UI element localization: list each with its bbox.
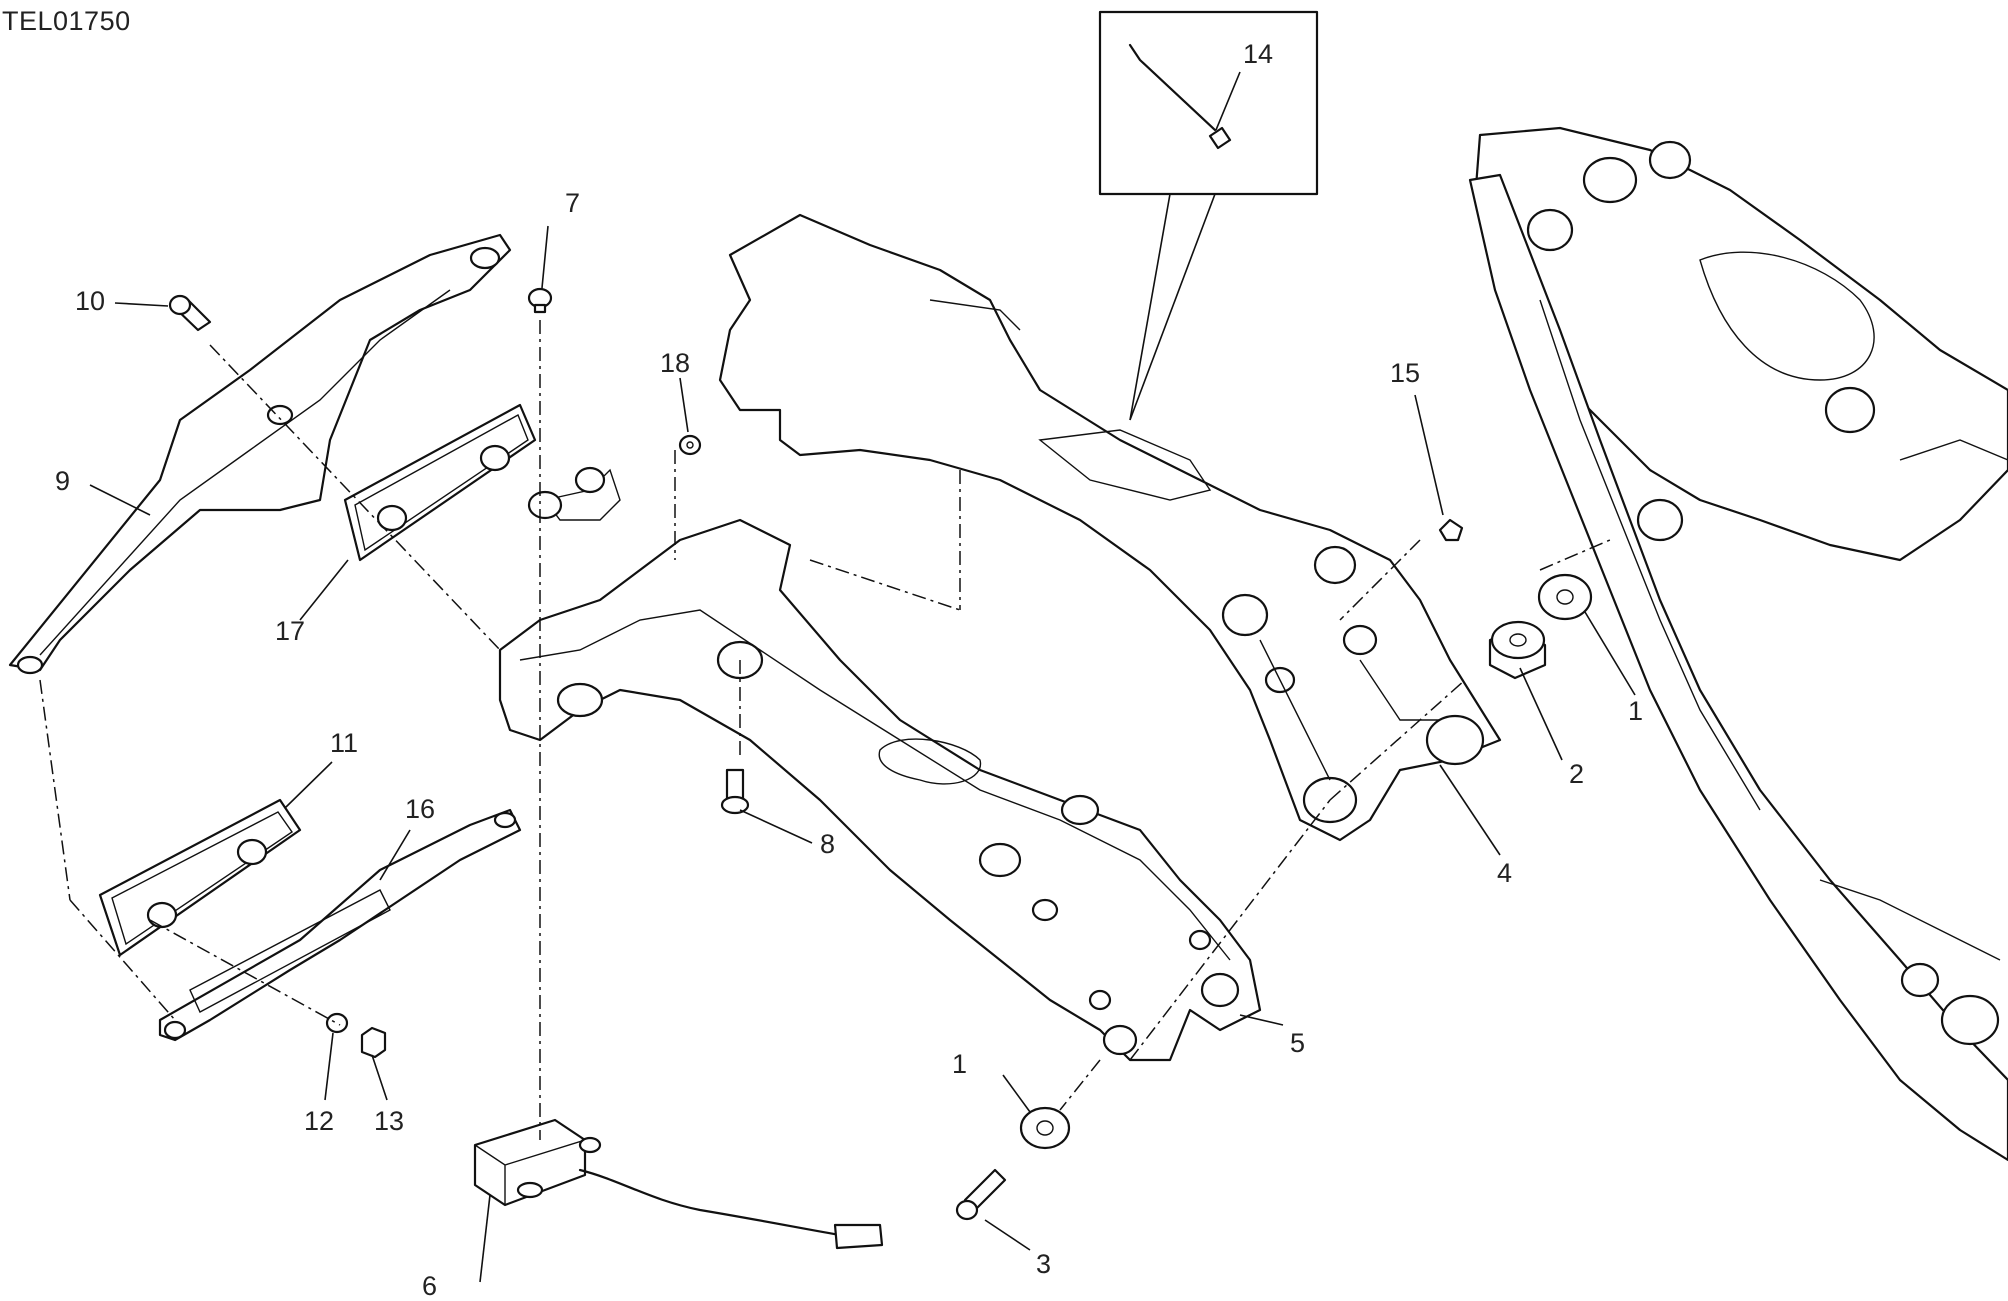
bushing-1-lower <box>1019 1106 1071 1150</box>
callout-17: 17 <box>275 616 305 646</box>
leader-lines <box>89 71 1636 1283</box>
screw-10 <box>168 294 212 332</box>
callout-8: 8 <box>820 829 835 859</box>
plate-holder-bracket <box>498 466 1262 1062</box>
callout-13: 13 <box>374 1106 404 1136</box>
subframe-cover <box>718 213 1502 842</box>
detail-inset <box>1098 10 1319 421</box>
callout-16: 16 <box>405 794 435 824</box>
callout-11: 11 <box>330 728 358 758</box>
drawing-code: TEL01750 <box>2 6 131 36</box>
callout-12: 12 <box>304 1106 334 1136</box>
gasket-17 <box>343 403 537 562</box>
nut-13 <box>360 1026 387 1059</box>
frame-part <box>1468 126 2008 1162</box>
washer-12 <box>325 1012 349 1034</box>
callout-9: 9 <box>55 466 70 496</box>
bushing-1 <box>1537 573 1593 621</box>
plate-support-9 <box>8 233 512 675</box>
callout-6: 6 <box>422 1271 437 1301</box>
callout-3: 3 <box>1036 1249 1051 1279</box>
screw-15 <box>1438 518 1464 542</box>
callout-7: 7 <box>565 188 580 218</box>
screw-7 <box>527 287 553 314</box>
callout-14: 14 <box>1243 39 1273 69</box>
callout-18: 18 <box>660 348 690 378</box>
callout-1-lower: 1 <box>952 1049 967 1079</box>
plate-light-6 <box>473 1118 884 1250</box>
screw-8 <box>720 768 750 815</box>
alignment-lines <box>39 320 1611 1140</box>
callout-10: 10 <box>75 286 105 316</box>
callout-2: 2 <box>1569 759 1584 789</box>
rubber-bushings <box>1019 518 1593 1150</box>
callout-labels: 1 1 2 3 4 5 6 7 8 9 10 11 12 13 14 15 16… <box>55 39 1643 1301</box>
screw-3 <box>955 1168 1007 1221</box>
callout-15: 15 <box>1390 358 1420 388</box>
washer-18 <box>678 434 702 456</box>
callout-5: 5 <box>1290 1028 1305 1058</box>
reflector-11 <box>98 798 302 957</box>
callout-4: 4 <box>1497 858 1512 888</box>
callout-1-right: 1 <box>1628 696 1643 726</box>
bracket-16 <box>158 808 522 1042</box>
